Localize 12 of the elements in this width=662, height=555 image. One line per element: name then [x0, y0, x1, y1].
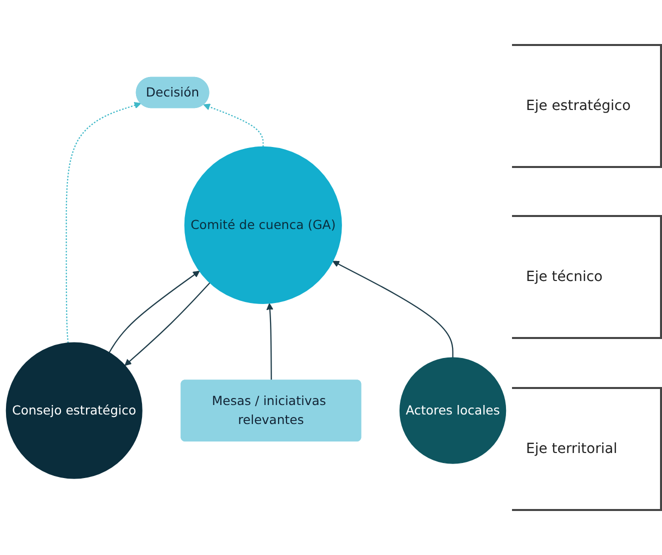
arrow	[332, 260, 454, 358]
axis-label: Eje técnico	[526, 269, 603, 286]
arrow	[124, 282, 210, 366]
arrow	[108, 270, 200, 352]
axis-label: Eje territorial	[526, 441, 618, 458]
node-circle: Comité de cuenca (GA)	[184, 146, 342, 304]
node-circle: Consejo estratégico	[6, 342, 142, 478]
arrow	[66, 102, 142, 343]
node-circle: Actores locales	[400, 356, 506, 464]
axis-label: Eje estratégico	[526, 98, 631, 114]
arrow	[266, 302, 274, 380]
arrow	[203, 103, 264, 146]
